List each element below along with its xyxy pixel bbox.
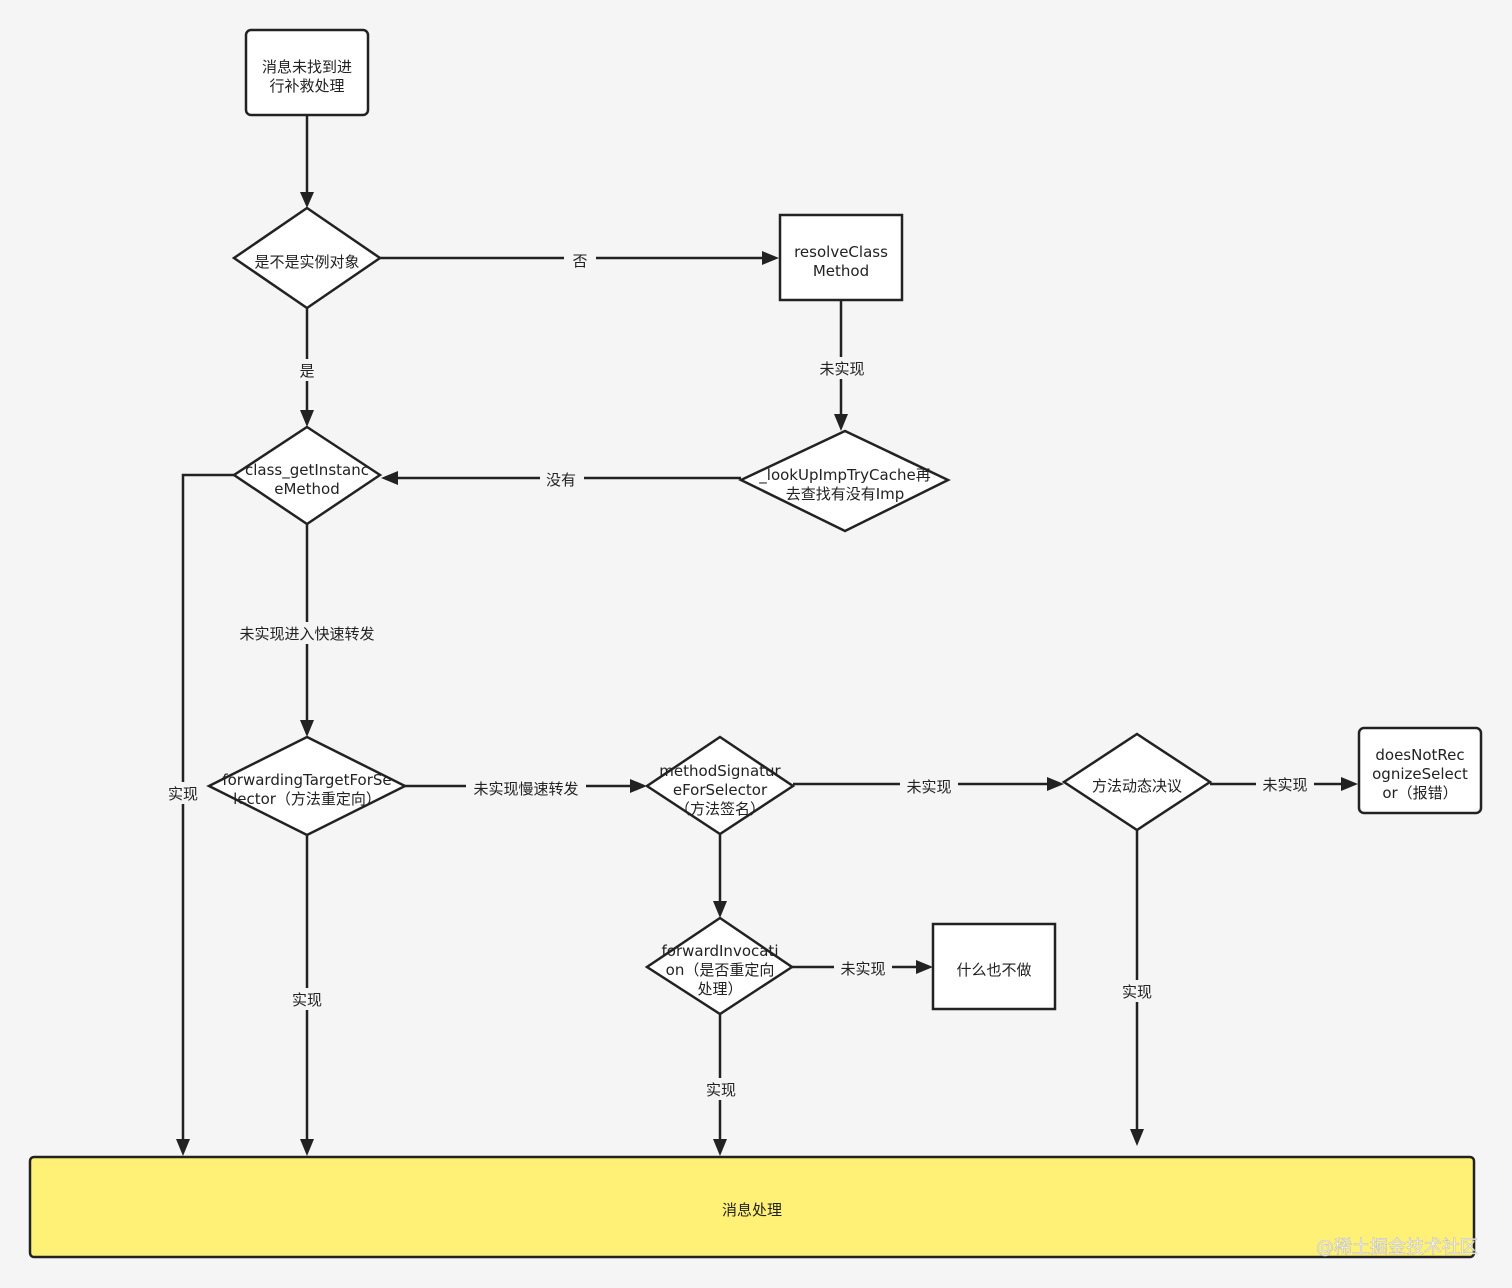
edge-getinstance-left-down: [181, 473, 234, 1141]
does-not-recognize-line-2: ognizeSelect: [1372, 765, 1468, 783]
edge-label-none: 没有: [546, 471, 576, 489]
arrowhead: [300, 192, 314, 208]
start-line-2: 行补救处理: [269, 77, 344, 95]
node-class-get-instance: class_getInstanc eMethod: [231, 425, 383, 526]
edge-label-fast-forward: 未实现进入快速转发: [239, 625, 374, 643]
edge-label-slow-forward: 未实现慢速转发: [473, 780, 578, 798]
method-signature-line-2: eForSelector: [673, 781, 768, 799]
node-dynamic-resolve: 方法动态决议: [1061, 732, 1213, 832]
lookup-imp-line-1: _lookUpImpTryCache再: [758, 466, 930, 485]
label-bg: [292, 359, 322, 381]
node-start: 消息未找到进 行补救处理: [244, 28, 370, 117]
node-resolve-class: resolveClass Method: [778, 213, 904, 302]
arrowhead: [1130, 1129, 1144, 1146]
arrowhead: [300, 1139, 314, 1156]
label-bg: [812, 357, 872, 379]
does-not-recognize-line-3: or（报错）: [1382, 784, 1457, 802]
edge-label-resolve-not-impl: 未实现: [819, 360, 864, 378]
do-nothing-line-1: 什么也不做: [956, 961, 1031, 979]
forward-invocation-diamond: [644, 916, 795, 1016]
edge-label-dyn-impl: 实现: [1122, 983, 1152, 1001]
arrowhead: [762, 251, 779, 265]
edge-label-sig-not-impl: 未实现: [906, 778, 951, 796]
label-bg: [466, 777, 586, 799]
resolve-class-line-1: resolveClass: [794, 243, 888, 261]
label-bg: [1116, 980, 1158, 1002]
edge-label-dyn-not-impl: 未实现: [1262, 776, 1307, 794]
is-instance-diamond: [231, 206, 383, 310]
arrowhead: [300, 720, 314, 737]
lookup-imp-line-2: 去查找有没有Imp: [786, 485, 905, 503]
message-handling-line-1: 消息处理: [722, 1201, 782, 1219]
class-get-instance-line-1: class_getInstanc: [245, 461, 369, 480]
node-forward-invocation: forwardInvocati on（是否重定向 处理）: [644, 916, 795, 1016]
arrowhead: [1341, 777, 1358, 791]
arrowhead: [834, 414, 848, 431]
arrowhead: [381, 471, 398, 485]
resolve-class-box: [778, 213, 904, 302]
edge-label-inv-impl: 实现: [706, 1081, 736, 1099]
label-bg: [162, 782, 204, 804]
lookup-imp-diamond: [738, 429, 951, 533]
watermark: @稀土掘金技术社区: [1316, 1237, 1478, 1258]
method-signature-line-3: （方法签名）: [675, 800, 765, 818]
node-forwarding-target: forwardingTargetForSe lector（方法重定向）: [206, 735, 408, 837]
do-nothing-box: [931, 922, 1057, 1011]
label-bg: [564, 249, 596, 271]
label-bg: [230, 622, 384, 644]
node-method-signature: methodSignatur eForSelector （方法签名）: [644, 735, 796, 836]
dynamic-resolve-diamond: [1061, 732, 1213, 832]
node-lookup-imp: _lookUpImpTryCache再 去查找有没有Imp: [738, 429, 951, 533]
edge-label-implemented-left: 实现: [168, 785, 198, 803]
node-message-handling: 消息处理: [28, 1155, 1476, 1259]
label-bg: [1256, 773, 1314, 795]
does-not-recognize-box: [1357, 726, 1483, 815]
does-not-recognize-line-1: doesNotRec: [1375, 746, 1464, 764]
arrowhead: [300, 410, 314, 427]
forward-invocation-line-2: on（是否重定向: [666, 961, 775, 979]
edge-label-no: 否: [572, 252, 587, 270]
dynamic-resolve-line-1: 方法动态决议: [1092, 777, 1182, 795]
label-bg: [286, 988, 328, 1010]
arrowhead: [713, 1139, 727, 1156]
start-box: [244, 28, 370, 117]
node-do-nothing: 什么也不做: [931, 922, 1057, 1011]
forwarding-target-diamond: [206, 735, 408, 837]
arrowhead: [176, 1139, 190, 1156]
edge-label-inv-not-impl: 未实现: [840, 960, 885, 978]
label-bg: [700, 1078, 742, 1100]
forward-invocation-line-1: forwardInvocati: [662, 942, 779, 960]
method-signature-line-1: methodSignatur: [659, 762, 781, 780]
forwarding-target-line-1: forwardingTargetForSe: [222, 771, 391, 789]
node-does-not-recognize: doesNotRec ognizeSelect or（报错）: [1357, 726, 1483, 815]
forward-invocation-line-3: 处理）: [697, 980, 742, 998]
arrowhead: [916, 960, 933, 974]
is-instance-line-1: 是不是实例对象: [254, 253, 359, 271]
resolve-class-line-2: Method: [813, 262, 869, 280]
start-line-1: 消息未找到进: [262, 58, 352, 76]
label-bg: [540, 468, 584, 490]
method-signature-diamond: [644, 735, 796, 836]
edge-labels: 否 是 未实现 没有 未实现进入快速转发 实现 实现 未实现慢速转发 未实现 未…: [162, 249, 1314, 1100]
class-get-instance-diamond: [231, 425, 383, 526]
label-bg: [900, 775, 958, 797]
message-handling-box: [28, 1155, 1476, 1259]
forwarding-target-line-2: lector（方法重定向）: [233, 790, 381, 808]
class-get-instance-line-2: eMethod: [274, 480, 340, 498]
edge-label-yes: 是: [299, 362, 314, 380]
arrowhead: [1047, 777, 1064, 791]
label-bg: [834, 957, 892, 979]
edge-label-implemented-forwarding: 实现: [292, 991, 322, 1009]
arrowhead: [630, 779, 647, 793]
node-is-instance: 是不是实例对象: [231, 206, 383, 310]
arrowhead: [713, 901, 727, 918]
